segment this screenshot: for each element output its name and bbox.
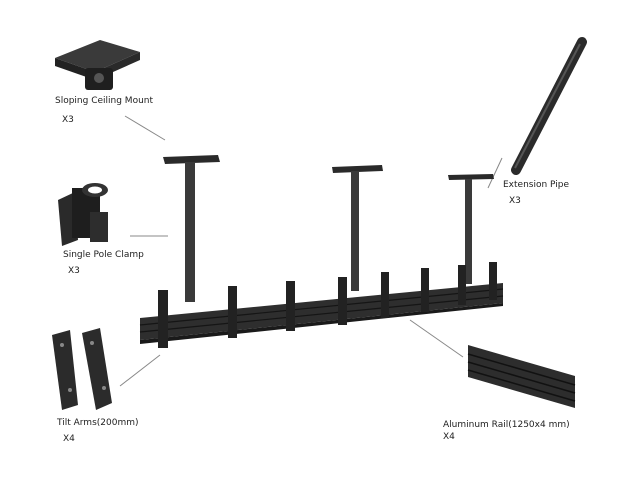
leader-lines	[119, 115, 503, 387]
label-extension-pipe: Extension Pipe	[503, 180, 570, 190]
leader-ceiling-mount	[124, 115, 166, 141]
extension-pipe-image	[511, 37, 587, 175]
label-tilt-arms: Tilt Arms(200mm)	[57, 418, 139, 428]
leader-extension-pipe	[487, 157, 503, 189]
qty-sloping-ceiling-mount: X3	[62, 115, 74, 125]
qty-extension-pipe: X3	[509, 196, 521, 206]
aluminum-rail-image	[467, 345, 576, 408]
single-pole-clamp-image	[58, 183, 108, 246]
leader-aluminum-rail	[409, 319, 464, 358]
sloping-ceiling-mount-image	[55, 40, 140, 90]
label-sloping-ceiling-mount: Sloping Ceiling Mount	[55, 96, 154, 106]
tilt-arms-image	[52, 328, 112, 410]
assembled-mount-image	[139, 155, 504, 348]
qty-single-pole-clamp: X3	[68, 266, 80, 276]
label-single-pole-clamp: Single Pole Clamp	[63, 250, 144, 260]
qty-aluminum-rail: X4	[443, 432, 455, 442]
qty-tilt-arms: X4	[63, 434, 75, 444]
label-aluminum-rail: Aluminum Rail(1250x4 mm)	[443, 420, 570, 430]
leader-tilt-arms	[119, 354, 161, 387]
